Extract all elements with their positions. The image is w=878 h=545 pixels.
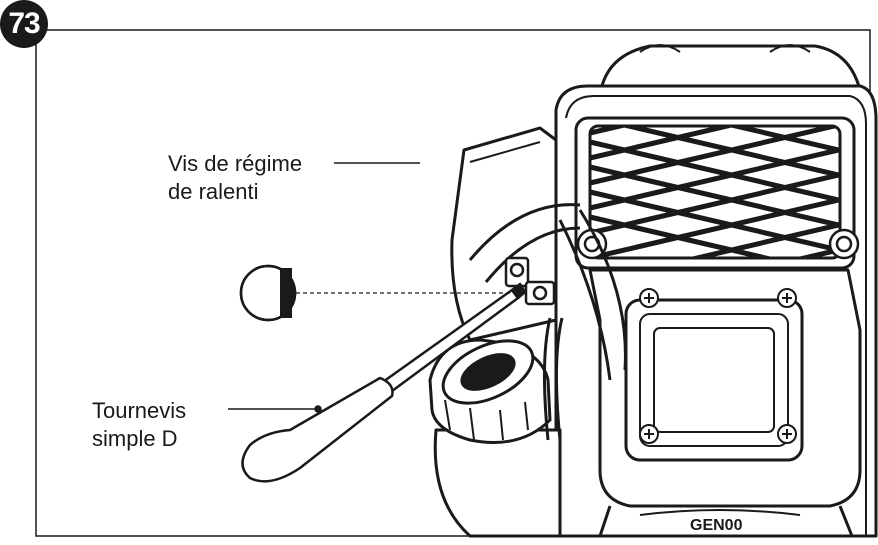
screwdriver-label: Tournevis simple D [92, 397, 186, 453]
throttle-arm [468, 203, 627, 381]
engine-marking: GEN00 [690, 517, 743, 534]
idle-screw-label: Vis de régime de ralenti [168, 150, 302, 206]
idle-indicator [239, 264, 512, 322]
idle-screw-label-line2: de ralenti [168, 179, 259, 204]
lower-body [588, 268, 862, 537]
screwdriver [241, 282, 527, 483]
figure-number-badge: 73 [0, 0, 48, 48]
screwdriver-label-line2: simple D [92, 426, 178, 451]
idle-screw [504, 256, 556, 306]
fuel-hoses [542, 317, 564, 441]
leader-lines [228, 162, 420, 410]
figure-number: 73 [8, 7, 40, 40]
grill-bolts [576, 228, 860, 260]
idle-screw-label-line1: Vis de régime [168, 151, 303, 176]
panel-screws [639, 288, 797, 444]
fuel-cap [428, 338, 552, 444]
air-filter-grill [574, 116, 856, 270]
screwdriver-label-line1: Tournevis [92, 398, 187, 423]
